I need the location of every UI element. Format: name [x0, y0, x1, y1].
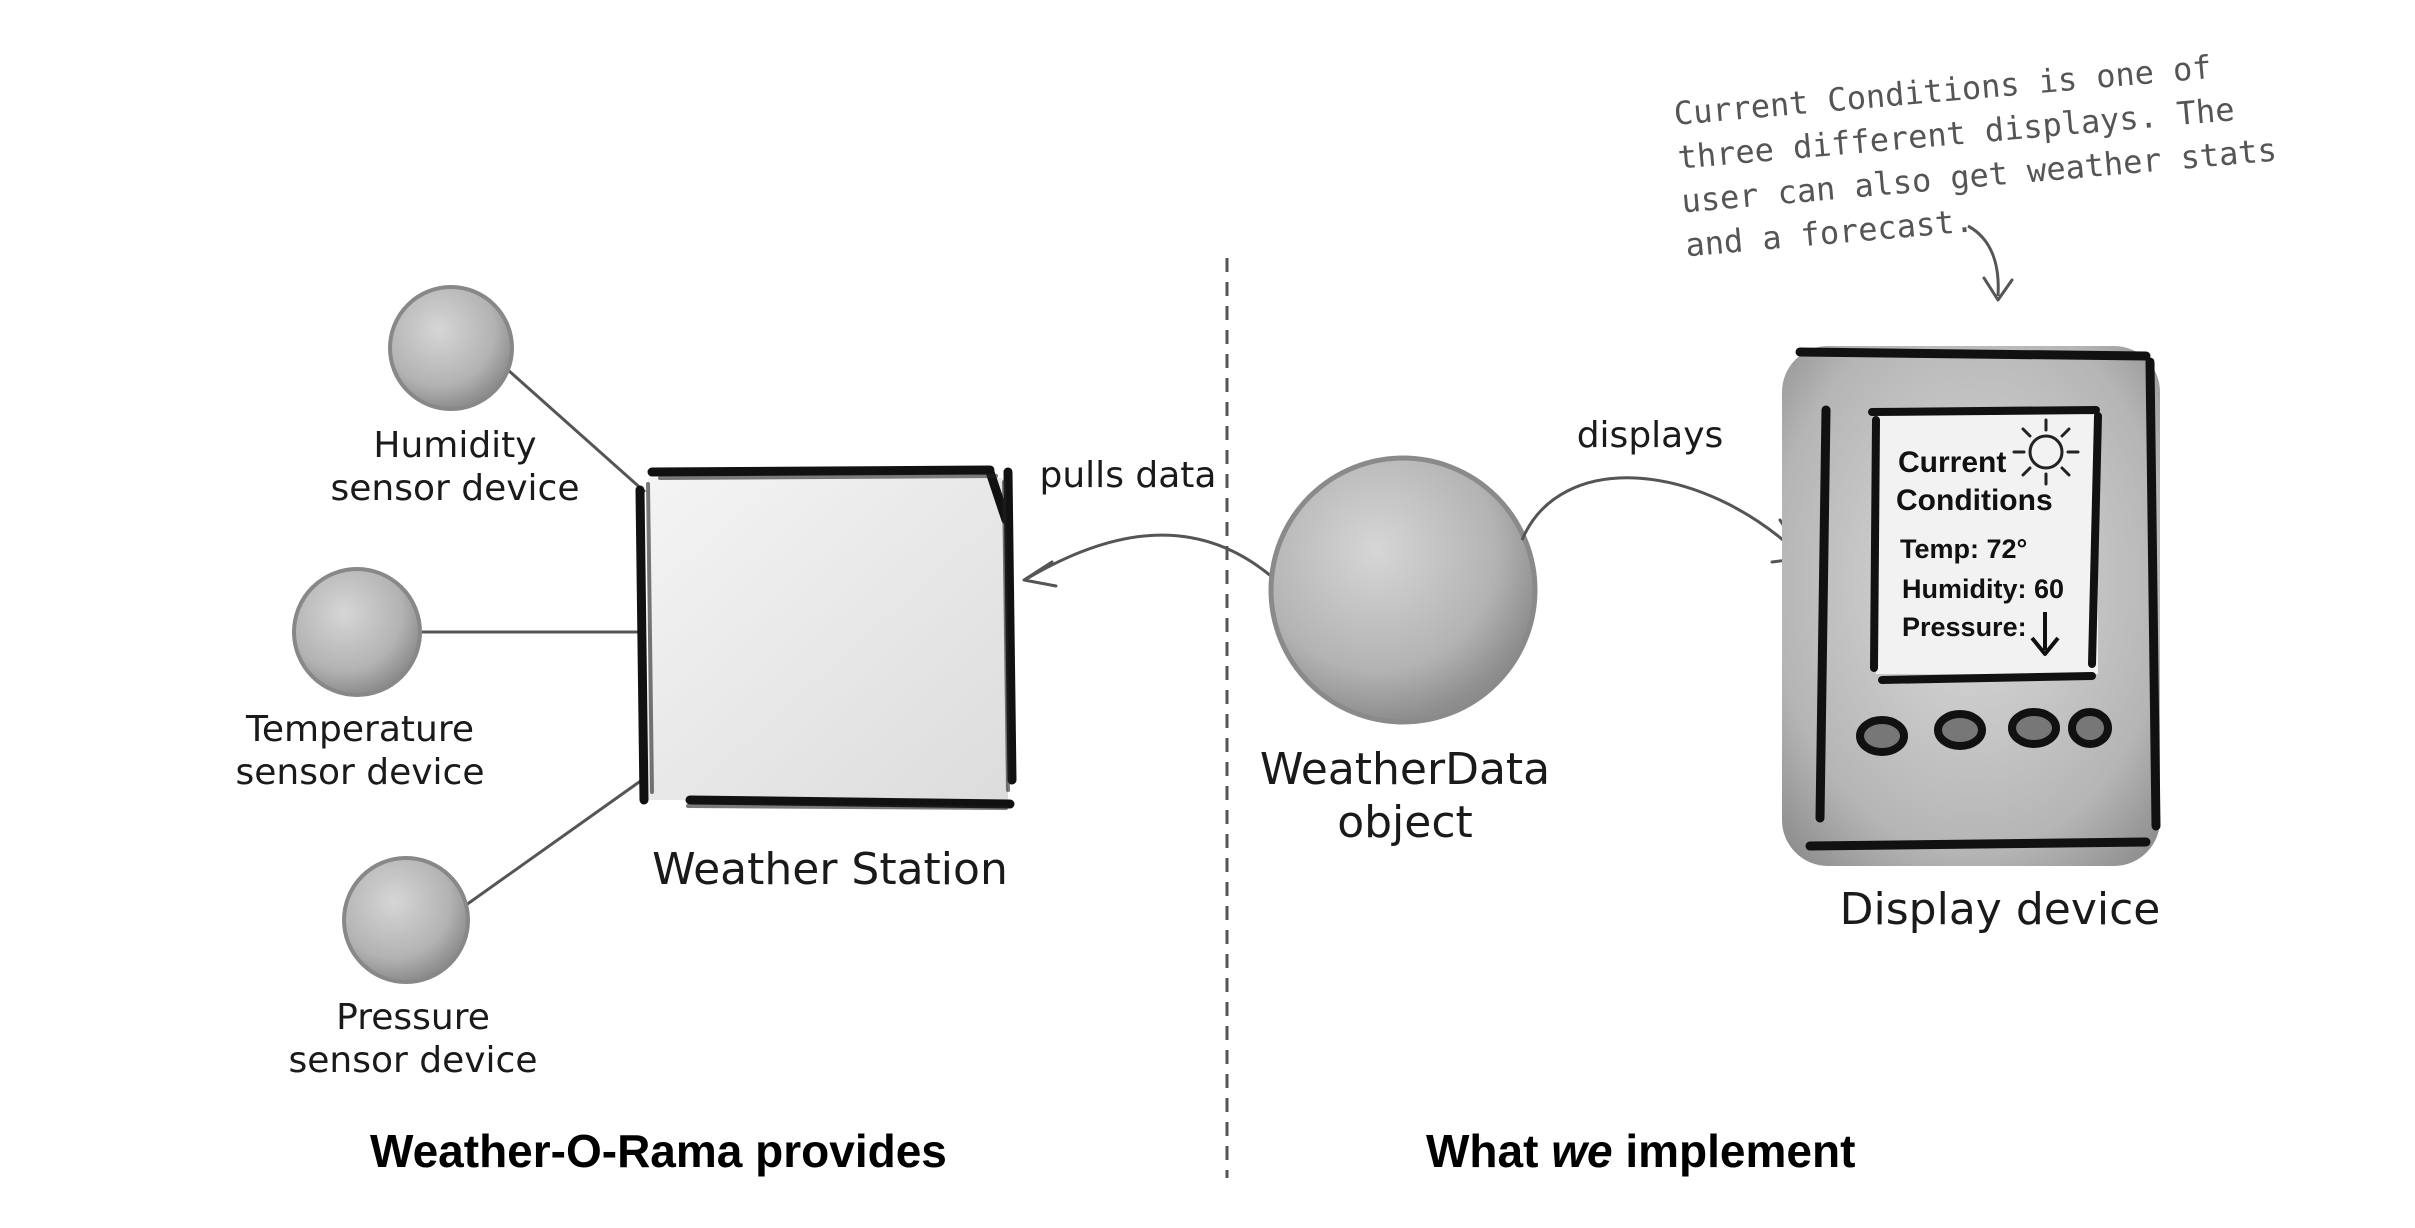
- device-button-4[interactable]: [2068, 708, 2112, 748]
- annotation-arrow: [1967, 224, 2000, 297]
- temperature-sensor-label: Temperature sensor device: [235, 709, 485, 794]
- device-button-2[interactable]: [1934, 710, 1986, 750]
- annotation-arrowhead: [1982, 276, 2014, 302]
- display-device-label: Display device: [1839, 884, 2161, 935]
- pulls-data-arrowhead: [1022, 560, 1058, 588]
- pressure-connector: [465, 778, 643, 907]
- screen-title-line1: Current: [1898, 446, 2007, 479]
- display-device: [1782, 346, 2161, 866]
- device-button-3[interactable]: [2008, 708, 2060, 748]
- humidity-sensor: [388, 285, 514, 411]
- screen-humidity: Humidity: 60: [1902, 574, 2065, 604]
- pulls-data-arrow: [1027, 533, 1282, 586]
- pressure-sensor: [342, 856, 470, 984]
- humidity-sensor-label: Humidity sensor device: [330, 425, 580, 510]
- device-button-1[interactable]: [1856, 716, 1908, 756]
- sun-icon: [2012, 418, 2080, 486]
- footer-left: Weather-O-Rama provides: [370, 1125, 947, 1177]
- screen-temp: Temp: 72°: [1900, 534, 2028, 564]
- footer-right: What we implement: [1426, 1125, 1856, 1177]
- weatherdata-object: [1268, 455, 1538, 725]
- temperature-sensor: [292, 567, 422, 697]
- humidity-connector: [507, 368, 646, 494]
- displays-label: displays: [1576, 415, 1724, 456]
- screen-title-line2: Conditions: [1896, 484, 2053, 517]
- pulls-data-label: pulls data: [1039, 455, 1217, 496]
- weatherdata-label: WeatherData object: [1259, 744, 1551, 848]
- weather-station-box: [635, 465, 1017, 810]
- pressure-sensor-label: Pressure sensor device: [288, 997, 538, 1082]
- weather-station-label: Weather Station: [652, 844, 1008, 895]
- screen-pressure: Pressure:: [1902, 612, 2027, 642]
- displays-arrow: [1520, 476, 1802, 557]
- pressure-down-arrow-icon: [2030, 612, 2060, 656]
